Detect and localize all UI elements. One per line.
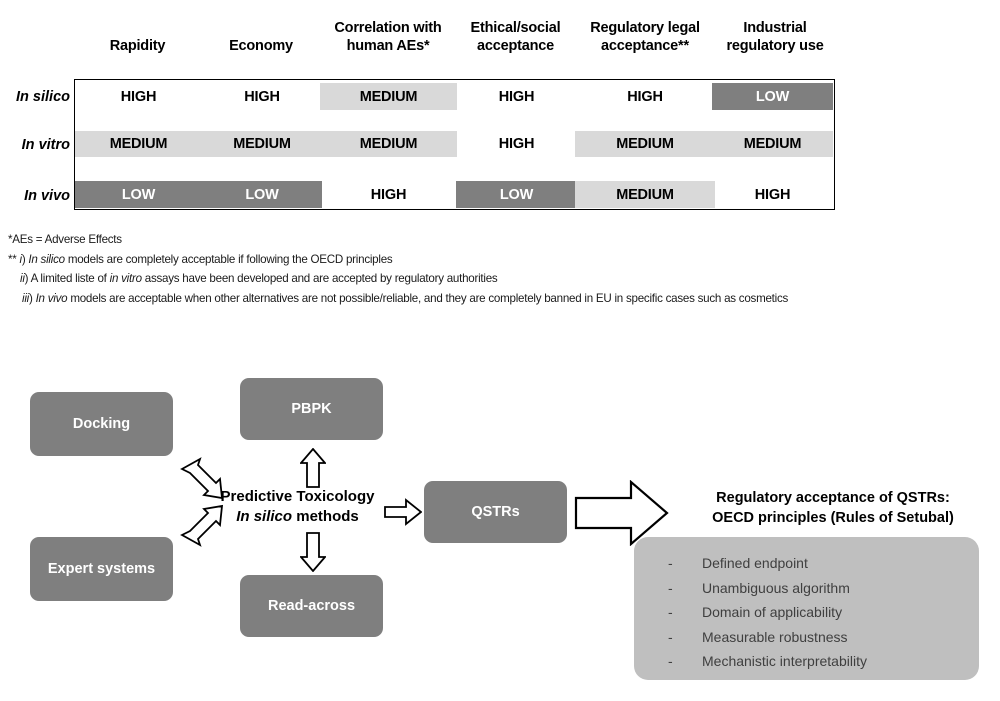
oecd-principle-item: - Unambiguous algorithm [668,576,979,601]
table-cell-band-silico-industrial [712,83,833,110]
footnote-i-marker: ** i) [8,252,29,266]
footnote-iii-marker: iii) [22,291,36,305]
table-row-label-in-silico: In silico [16,89,70,105]
diagram-box-read-across[interactable]: Read-across [240,575,383,637]
oecd-principle-item: - Defined endpoint [668,551,979,576]
footnote-ii-marker: ii) A limited liste of [20,272,110,285]
oecd-principle-dash: - [668,579,673,596]
footnote-ii-italic: in vitro [109,272,142,285]
table-cell-band-vivo-rapidity-economy [75,181,322,208]
oecd-principle-label: Measurable robustness [702,628,848,645]
table-cell-silico-rapidity: HIGH [120,89,157,105]
oecd-principles-panel: - Defined endpoint - Unambiguous algorithm… [634,537,979,680]
table-cell-band-vitro-right [575,131,833,157]
arrow-right-to-qstrs [384,498,422,526]
footnote-aes: *AEs = Adverse Effects [8,233,122,246]
diagram-box-qstrs[interactable]: QSTRs [424,481,567,543]
table-cell-band-vitro-left [75,131,457,157]
table-cell-vivo-economy: LOW [245,187,279,203]
footnote-iii-rest: models are acceptable when other alterna… [67,291,789,305]
table-cell-vivo-industrial: HIGH [754,187,791,203]
table-cell-vitro-rapidity: MEDIUM [109,136,168,152]
table-cell-band-vivo-ethical [456,181,577,208]
footnote-i-italic: In silico [28,252,65,266]
diagram-box-pbpk-label: PBPK [291,401,332,417]
diagram-center-line2: In silico methods [210,507,385,527]
table-cell-band-vivo-regulatory [575,181,715,208]
table-cell-silico-ethical: HIGH [498,89,535,105]
oecd-principle-label: Unambiguous algorithm [702,579,850,596]
diagram-box-qstrs-label: QSTRs [471,504,520,520]
diagram-box-docking-label: Docking [72,416,131,432]
table-cell-vitro-ethical: HIGH [498,136,535,152]
regulatory-acceptance-title-line2: OECD principles (Rules of Setubal) [712,510,954,526]
table-cell-vivo-ethical: LOW [499,187,534,203]
table-column-header-economy: Economy [229,38,293,54]
diagram-box-expert-systems-label: Expert systems [47,561,156,577]
arrow-upleft-to-docking [180,457,224,500]
table-grid: HIGH HIGH MEDIUM HIGH HIGH LOW MEDIUM ME… [74,79,835,210]
diagram-box-pbpk[interactable]: PBPK [240,378,383,440]
table-column-header-rapidity: Rapidity [109,38,166,54]
table-cell-vitro-regulatory: MEDIUM [616,136,674,152]
diagram-center-line1: Predictive Toxicology [220,488,375,505]
table-row-label-in-vitro: In vitro [21,137,70,153]
flow-diagram: Docking Expert systems PBPK Read-across … [0,360,1000,701]
diagram-box-read-across-label: Read-across [267,598,356,614]
footnotes: *AEs = Adverse Effects ** i) In silico m… [8,230,998,308]
oecd-principle-dash: - [668,604,673,620]
footnote-ii: ii) A limited liste of in vitro assays h… [8,269,998,289]
table-column-header-correlation: Correlation with human AEs* [334,20,442,54]
oecd-principle-label: Mechanistic interpretability [702,653,867,669]
arrow-downleft-to-expert-systems [180,504,224,547]
oecd-principle-item: - Measurable robustness [668,625,979,650]
table-cell-vivo-regulatory: MEDIUM [616,187,674,203]
table-cell-vitro-industrial: MEDIUM [743,136,802,152]
diagram-center-line2-italic: In silico [236,508,293,525]
table-cell-band-silico-correlation [320,83,457,110]
footnote-i-rest: models are completely acceptable if foll… [64,252,393,266]
table-column-header-regulatory-legal: Regulatory legal acceptance** [590,20,700,54]
diagram-center-label: Predictive Toxicology In silico methods [210,487,385,527]
regulatory-acceptance-title-line1: Regulatory acceptance of QSTRs: [716,490,950,506]
diagram-box-docking[interactable]: Docking [30,392,173,456]
regulatory-acceptance-title: Regulatory acceptance of QSTRs: OECD pri… [668,488,998,528]
table-row-label-in-vivo: In vivo [24,188,70,204]
table-cell-vivo-rapidity: LOW [121,187,156,203]
oecd-principle-dash: - [668,653,673,669]
diagram-center-line2-rest: methods [292,508,359,525]
comparison-table: Rapidity Economy Correlation with human … [0,0,1000,220]
footnote-i: ** i) In silico models are completely ac… [8,250,998,270]
oecd-principle-item: - Mechanistic interpretability [668,649,979,674]
oecd-principle-dash: - [668,555,673,571]
oecd-principles-list: - Defined endpoint - Unambiguous algorithm… [634,537,979,674]
footnote-iii-italic: In vivo [35,291,68,305]
footnote-iii: iii) In vivo models are acceptable when … [8,289,998,309]
arrow-right-to-regulatory-acceptance [574,480,669,546]
oecd-principle-item: - Domain of applicability [668,600,979,625]
table-cell-vivo-correlation: HIGH [370,187,407,203]
arrow-down-to-read-across [300,532,326,572]
table-cell-silico-correlation: MEDIUM [359,89,418,105]
table-cell-vitro-correlation: MEDIUM [359,136,418,152]
oecd-principle-label: Domain of applicability [702,604,843,620]
table-cell-silico-economy: HIGH [244,89,280,105]
table-cell-silico-regulatory: HIGH [627,89,663,105]
table-column-header-industrial: Industrial regulatory use [726,20,824,54]
oecd-principle-label: Defined endpoint [702,555,808,571]
diagram-box-expert-systems[interactable]: Expert systems [30,537,173,601]
table-column-header-ethical: Ethical/social acceptance [470,20,561,54]
oecd-principle-dash: - [668,628,673,645]
arrow-up-to-pbpk [300,448,326,488]
table-cell-silico-industrial: LOW [755,89,790,105]
table-cell-vitro-economy: MEDIUM [233,136,291,152]
footnote-ii-rest: assays have been developed and are accep… [141,272,498,285]
